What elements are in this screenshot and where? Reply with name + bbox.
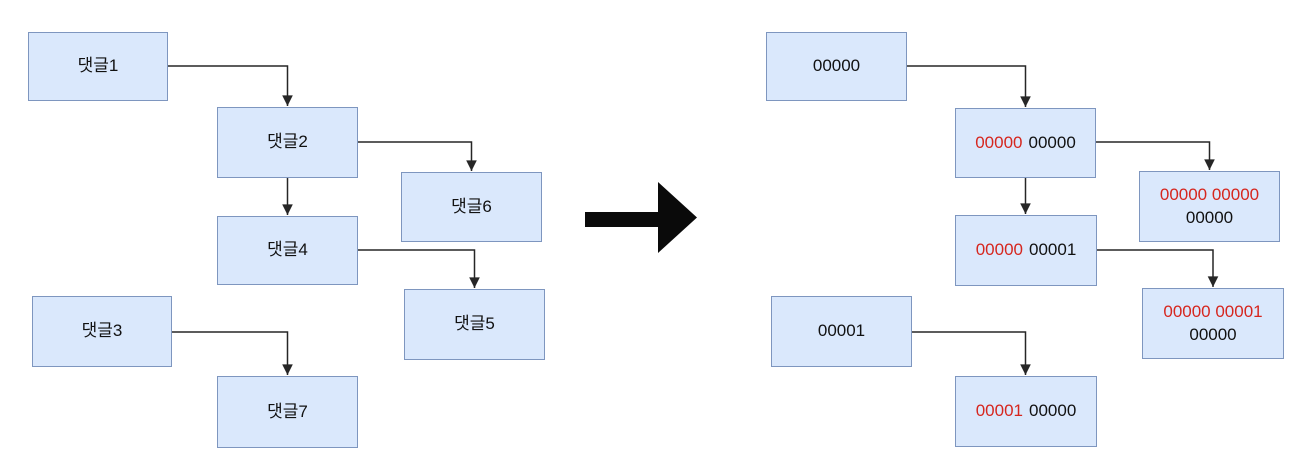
- node-00000-00001-00000: 00000 00001 00000: [1142, 288, 1284, 359]
- connector-comment3-comment7: [172, 331, 293, 375]
- node-label: 댓글2: [267, 132, 308, 152]
- node-label: 댓글6: [451, 196, 492, 216]
- node-comment7: 댓글7: [217, 376, 358, 448]
- node-comment1: 댓글1: [28, 32, 168, 101]
- node-label-own-code: 00000: [1189, 324, 1237, 344]
- node-label: 댓글4: [267, 240, 308, 260]
- node-label-parent-code: 00000: [975, 240, 1023, 260]
- node-00000-00001: 00000 00001: [955, 215, 1097, 286]
- node-label-parent-code: 00000 00001: [1163, 302, 1263, 322]
- node-00001-00000: 00001 00000: [955, 376, 1097, 447]
- node-comment2: 댓글2: [217, 107, 358, 178]
- node-00001: 00001: [771, 296, 912, 367]
- node-comment5: 댓글5: [404, 289, 545, 360]
- node-label-own-code: 00001: [1029, 240, 1077, 260]
- node-label: 댓글5: [454, 314, 495, 334]
- node-label-parent-code: 00001: [975, 401, 1023, 421]
- connector-child2-grandchild2: [1097, 249, 1219, 287]
- connector-comment2-comment6: [358, 141, 477, 171]
- node-label-parent-code: 00000: [975, 132, 1023, 152]
- node-comment4: 댓글4: [217, 216, 358, 285]
- node-label: 댓글3: [81, 321, 123, 341]
- node-comment3: 댓글3: [32, 296, 172, 367]
- node-00000-00000-00000: 00000 00000 00000: [1139, 171, 1280, 242]
- connector-comment1-comment2: [168, 65, 293, 106]
- connector-comment4-comment5: [358, 249, 480, 288]
- node-label: 00001: [817, 321, 866, 341]
- node-label: 댓글7: [267, 401, 308, 421]
- node-label-own-code: 00000: [1029, 401, 1077, 421]
- node-label-own-code: 00000: [1028, 132, 1076, 152]
- connector-child1-grandchild1: [1096, 141, 1215, 170]
- node-label-parent-code: 00000 00000: [1159, 185, 1260, 205]
- node-00000: 00000: [766, 32, 907, 101]
- node-label: 댓글1: [77, 56, 119, 76]
- node-00000-00000: 00000 00000: [955, 108, 1096, 178]
- node-comment6: 댓글6: [401, 172, 542, 242]
- connector-00001-child: [912, 331, 1031, 375]
- node-label-own-code: 00000: [1185, 207, 1234, 227]
- connector-00000-child1: [907, 65, 1031, 107]
- node-label: 00000: [812, 56, 861, 76]
